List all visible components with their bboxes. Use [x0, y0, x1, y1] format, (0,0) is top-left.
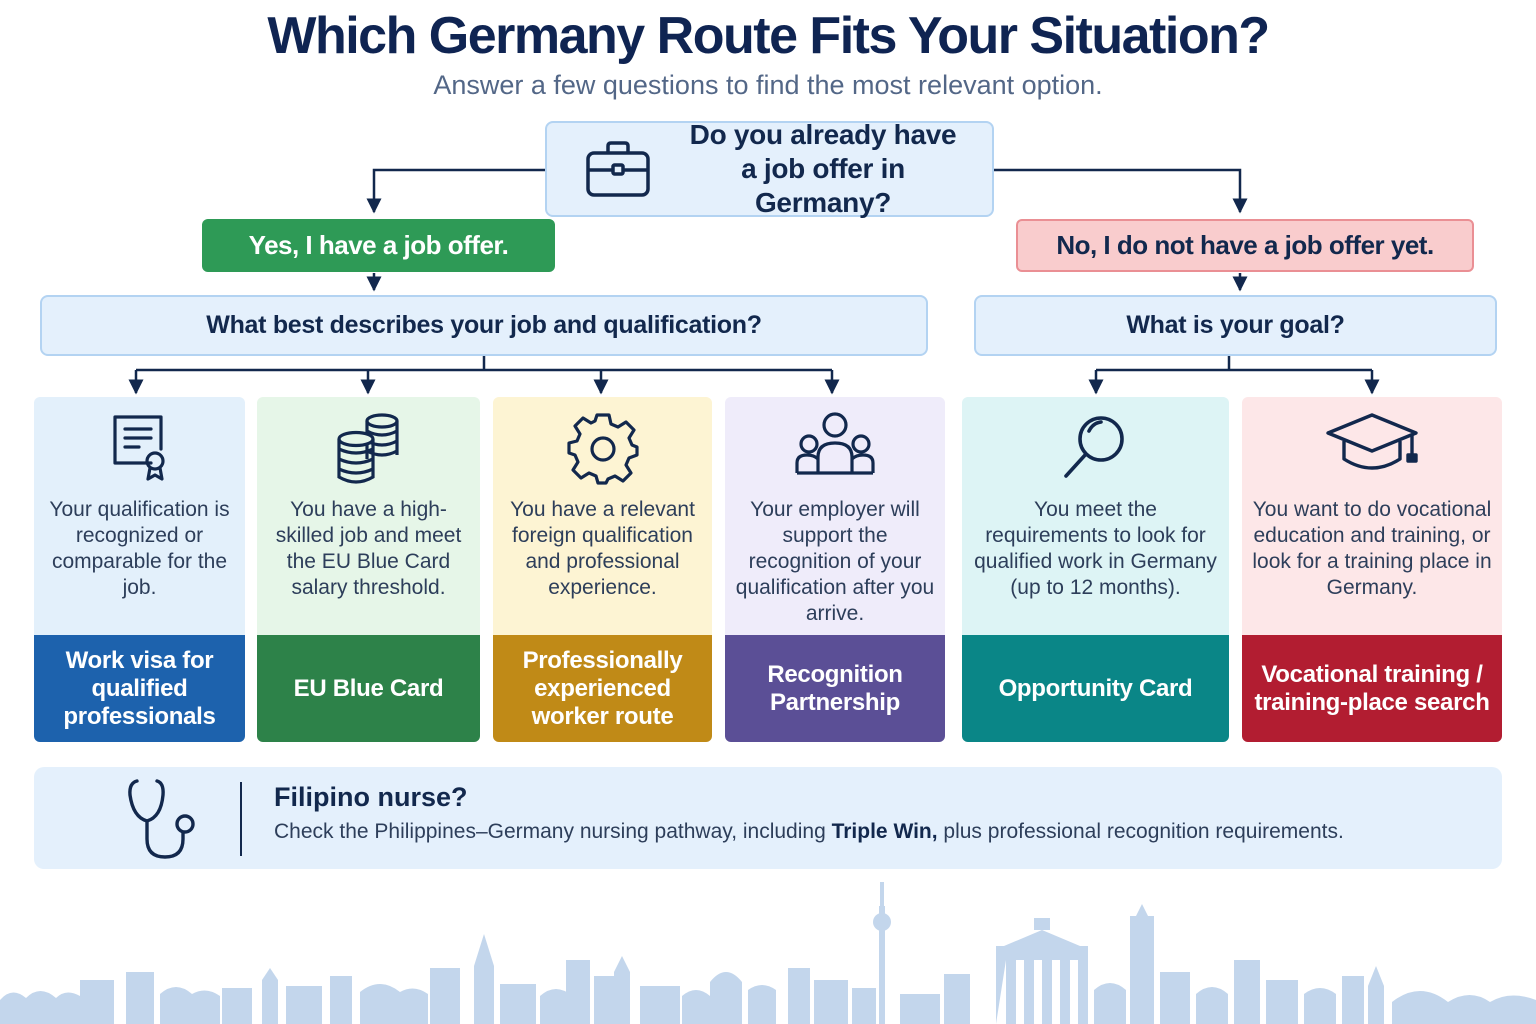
- route-card-recognition-partnership: Your employer will support the recogniti…: [725, 397, 945, 635]
- coins-icon: [336, 413, 399, 484]
- route-card-vocational-training: You want to do vocational education and …: [1242, 397, 1502, 635]
- route-description: You have a high-skilled job and meet the…: [275, 498, 462, 599]
- triple-win-highlight: Triple Win,: [831, 820, 938, 843]
- nurse-info-panel: [34, 767, 1502, 869]
- root-question: Do you already have a job offer in Germa…: [545, 119, 994, 218]
- route-card-eu-blue-card: You have a high-skilled job and meet the…: [257, 397, 480, 635]
- route-description: You have a relevant foreign qualificatio…: [510, 498, 695, 599]
- route-card-work-visa: Your qualification is recognized or comp…: [34, 397, 245, 635]
- route-vocational-training-button[interactable]: Vocational training / training-place sea…: [1242, 635, 1502, 742]
- nurse-divider: [240, 782, 242, 856]
- route-eu-blue-card-button[interactable]: EU Blue Card: [257, 635, 480, 742]
- question-goal: What is your goal?: [974, 295, 1497, 356]
- route-description: Your qualification is recognized or comp…: [49, 498, 230, 599]
- connector-root-no: [994, 168, 1248, 214]
- route-description: You meet the requirements to look for qu…: [974, 498, 1217, 599]
- route-work-visa-button[interactable]: Work visa for qualified professionals: [34, 635, 245, 742]
- page-title: Which Germany Route Fits Your Situation?: [267, 7, 1270, 65]
- city-skyline-illustration: [0, 882, 1536, 1024]
- root-question-line1: Do you already have: [689, 119, 957, 150]
- route-recognition-partnership-button[interactable]: Recognition Partnership: [725, 635, 945, 742]
- people-icon: [795, 412, 875, 475]
- nurse-text: Check the Philippines–Germany nursing pa…: [274, 820, 1344, 843]
- graduation-cap-icon: [1326, 413, 1418, 470]
- answer-no[interactable]: No, I do not have a job offer yet.: [1016, 219, 1474, 272]
- gear-icon: [566, 413, 639, 485]
- nurse-title: Filipino nurse?: [274, 782, 468, 812]
- route-description: You want to do vocational education and …: [1252, 498, 1492, 599]
- connector-root-yes: [366, 168, 545, 214]
- briefcase-icon: [586, 141, 650, 197]
- search-icon: [1063, 416, 1124, 478]
- answer-yes[interactable]: Yes, I have a job offer.: [202, 219, 555, 272]
- stethoscope-icon: [128, 779, 195, 859]
- route-experienced-worker-button[interactable]: Professionally experienced worker route: [493, 635, 712, 742]
- route-opportunity-card-button[interactable]: Opportunity Card: [962, 635, 1229, 742]
- route-card-opportunity-card: You meet the requirements to look for qu…: [962, 397, 1229, 635]
- route-card-experienced-worker: You have a relevant foreign qualificatio…: [493, 397, 712, 635]
- page-subtitle: Answer a few questions to find the most …: [433, 70, 1103, 100]
- question-job-qualification: What best describes your job and qualifi…: [40, 295, 928, 356]
- route-description: Your employer will support the recogniti…: [735, 498, 935, 625]
- root-question-line2: a job offer in Germany?: [741, 153, 905, 218]
- certificate-icon: [112, 415, 165, 481]
